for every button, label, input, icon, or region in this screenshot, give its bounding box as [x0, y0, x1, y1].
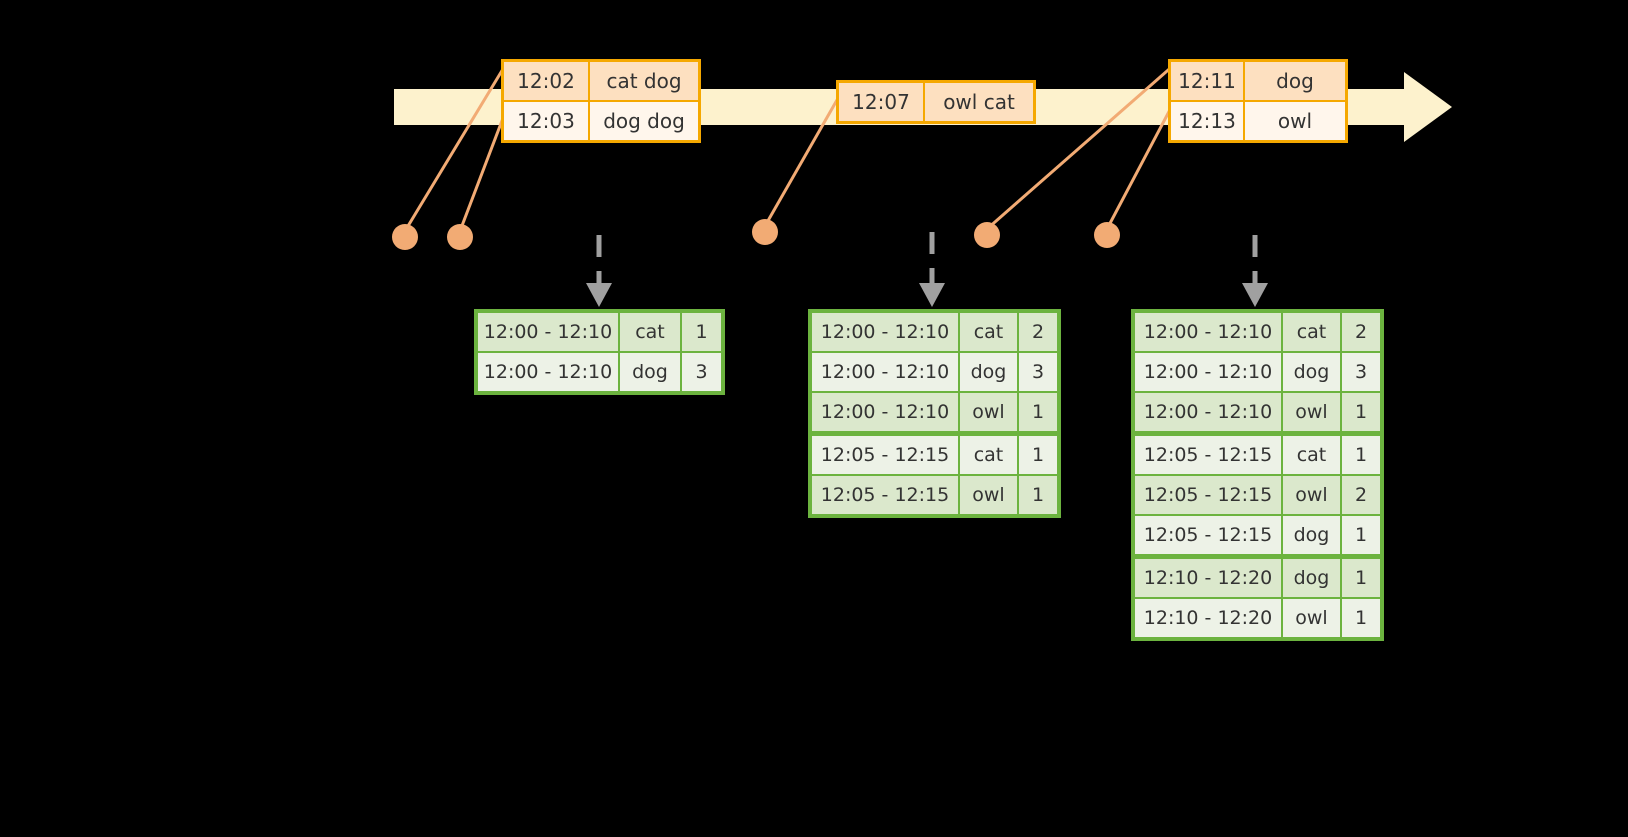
event-row: 12:11 dog [1171, 62, 1345, 100]
event-time: 12:11 [1171, 62, 1245, 100]
result-count: 1 [1019, 393, 1057, 431]
result-window: 12:00 - 12:10 [1135, 393, 1283, 431]
event-words: owl cat [925, 83, 1033, 121]
result-word: cat [960, 436, 1019, 474]
result-count: 1 [682, 313, 721, 351]
timeline-arrowhead-icon [1404, 72, 1452, 142]
event-marker-1 [392, 224, 418, 250]
event-marker-4 [974, 222, 1000, 248]
event-words: dog [1245, 62, 1345, 100]
event-row: 12:02 cat dog [504, 62, 698, 100]
event-words: owl [1245, 102, 1345, 140]
arrowhead-icon [1242, 283, 1268, 307]
result-window: 12:00 - 12:10 [812, 313, 960, 351]
arrowhead-icon [919, 283, 945, 307]
result-word: dog [1283, 353, 1342, 391]
result-word: owl [1283, 599, 1342, 637]
result-count: 3 [682, 353, 721, 391]
arrowhead-icon [586, 283, 612, 307]
result-count: 2 [1342, 313, 1380, 351]
result-word: cat [960, 313, 1019, 351]
event-group-3: 12:11 dog 12:13 owl [1168, 59, 1348, 143]
result-window: 12:00 - 12:10 [478, 313, 620, 351]
emit-arrow-1 [586, 235, 612, 307]
event-time: 12:02 [504, 62, 590, 100]
result-window: 12:05 - 12:15 [812, 436, 960, 474]
emit-arrow-3 [1242, 235, 1268, 307]
result-word: owl [1283, 393, 1342, 431]
result-word: owl [1283, 476, 1342, 514]
result-count: 3 [1019, 353, 1057, 391]
result-word: dog [960, 353, 1019, 391]
result-window: 12:05 - 12:15 [1135, 436, 1283, 474]
event-row: 12:13 owl [1171, 100, 1345, 140]
result-window: 12:05 - 12:15 [812, 476, 960, 514]
result-count: 1 [1342, 436, 1380, 474]
result-window: 12:00 - 12:10 [478, 353, 620, 391]
event-row: 12:03 dog dog [504, 100, 698, 140]
result-window: 12:05 - 12:15 [1135, 476, 1283, 514]
event-words: cat dog [590, 62, 698, 100]
result-word: owl [960, 476, 1019, 514]
result-window: 12:00 - 12:10 [812, 393, 960, 431]
event-time: 12:13 [1171, 102, 1245, 140]
result-word: owl [960, 393, 1019, 431]
event-time: 12:07 [839, 83, 925, 121]
result-count: 1 [1342, 599, 1380, 637]
result-window: 12:00 - 12:10 [1135, 313, 1283, 351]
result-count: 1 [1342, 559, 1380, 597]
event-row: 12:07 owl cat [839, 83, 1033, 121]
result-count: 2 [1019, 313, 1057, 351]
result-window: 12:10 - 12:20 [1135, 559, 1283, 597]
result-word: dog [1283, 559, 1342, 597]
result-count: 1 [1342, 393, 1380, 431]
result-window: 12:05 - 12:15 [1135, 516, 1283, 554]
result-window: 12:00 - 12:10 [812, 353, 960, 391]
event-words: dog dog [590, 102, 698, 140]
result-count: 1 [1019, 436, 1057, 474]
result-count: 3 [1342, 353, 1380, 391]
event-marker-5 [1094, 222, 1120, 248]
result-word: cat [1283, 313, 1342, 351]
result-count: 1 [1019, 476, 1057, 514]
result-word: cat [620, 313, 682, 351]
event-group-1: 12:02 cat dog 12:03 dog dog [501, 59, 701, 143]
result-word: dog [1283, 516, 1342, 554]
result-word: dog [620, 353, 682, 391]
event-marker-2 [447, 224, 473, 250]
event-time: 12:03 [504, 102, 590, 140]
result-window: 12:10 - 12:20 [1135, 599, 1283, 637]
result-count: 2 [1342, 476, 1380, 514]
result-window: 12:00 - 12:10 [1135, 353, 1283, 391]
event-group-2: 12:07 owl cat [836, 80, 1036, 124]
result-word: cat [1283, 436, 1342, 474]
emit-arrow-2 [919, 232, 945, 307]
result-count: 1 [1342, 516, 1380, 554]
event-marker-3 [752, 219, 778, 245]
